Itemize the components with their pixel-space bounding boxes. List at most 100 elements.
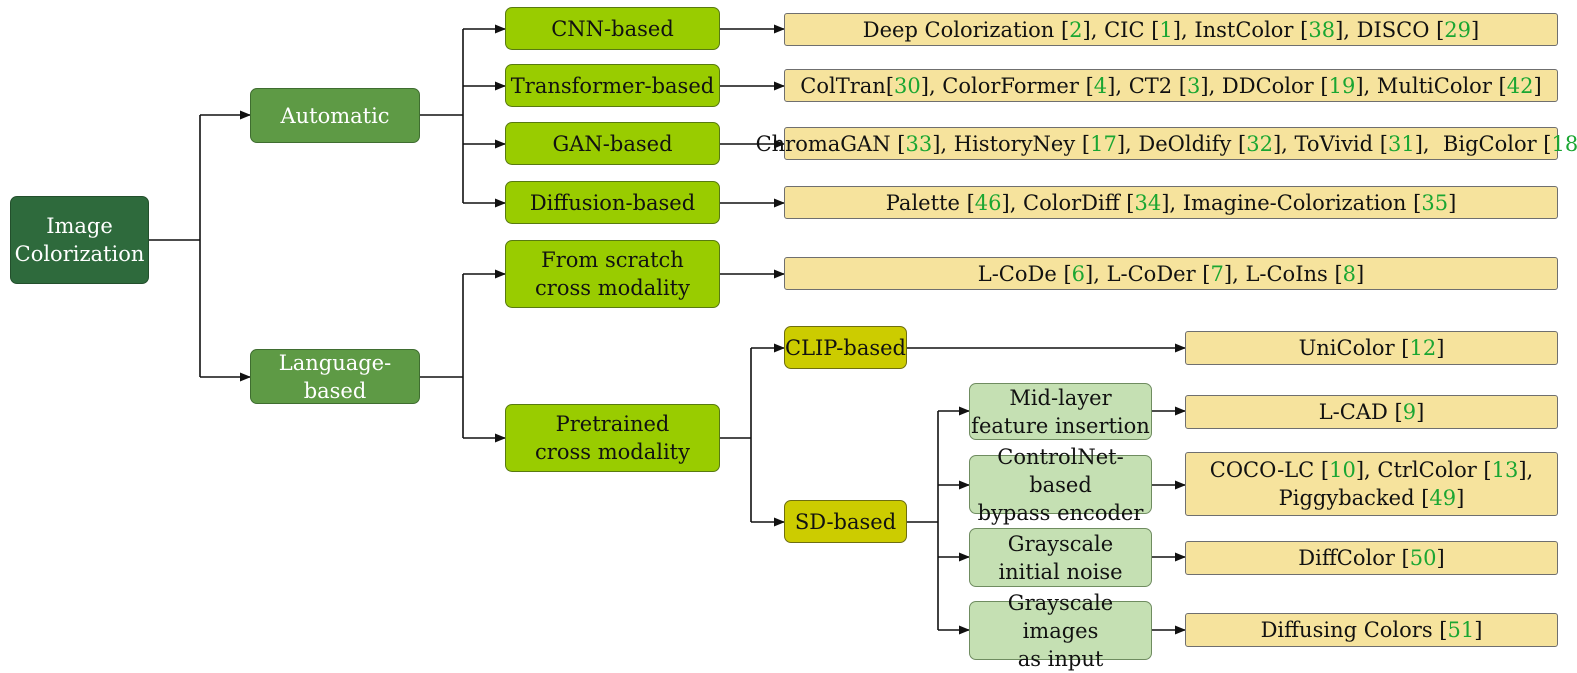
paper-ref-1[interactable]: 12 (1409, 336, 1436, 360)
node-from-scratch-cross-modality: From scratch cross modality (505, 240, 720, 308)
paper-sep-1: ], (921, 74, 943, 98)
paper-sep-3: ], (1335, 18, 1357, 42)
paper-line1-sep-1: ], (1356, 458, 1378, 482)
pretrained-line-2: cross modality (535, 438, 690, 466)
node-language-based: Language-based (250, 349, 420, 404)
paper-ref-1[interactable]: 46 (975, 191, 1002, 215)
paper-sep-4: ], (1415, 132, 1443, 156)
node-cnn-based: CNN-based (505, 7, 720, 50)
paper-line1-title-1: Diffusing Colors [ (1261, 618, 1448, 642)
node-transformer-based: Transformer-based (505, 64, 720, 107)
node-diffusion-based: Diffusion-based (505, 181, 720, 224)
paper-ref-3[interactable]: 3 (1187, 74, 1200, 98)
paper-line1-ref-1[interactable]: 51 (1447, 618, 1474, 642)
paper-title-1: Deep Colorization [ (863, 18, 1069, 42)
paper-title-1: UniColor [ (1299, 336, 1410, 360)
paper-sep-4: ], (1355, 74, 1377, 98)
sd-branch-3-line-1: Grayscale (998, 530, 1122, 558)
paper-title-1: ChromaGAN [ (756, 132, 906, 156)
papers-cnn-based: Deep Colorization [2], CIC [1], InstColo… (784, 13, 1558, 46)
node-grayscale-images-as-input: Grayscale images as input (969, 601, 1152, 660)
papers-grayscale-noise: DiffColor [50] (1185, 541, 1558, 575)
paper-ref-1[interactable]: 30 (894, 74, 921, 98)
paper-ref-1[interactable]: 2 (1069, 18, 1082, 42)
paper-list-line: COCO-LC [10], CtrlColor [13], (1210, 456, 1533, 484)
sd-branch-1-line-1: Mid-layer (971, 384, 1150, 412)
paper-sep-2: ], (1117, 132, 1139, 156)
paper-title-3: InstColor [ (1194, 18, 1308, 42)
node-mid-layer-feature-insertion: Mid-layer feature insertion (969, 383, 1152, 440)
paper-ref-2[interactable]: 7 (1211, 262, 1224, 286)
paper-line1-title-1: DiffColor [ (1298, 546, 1409, 570)
paper-line1-ref-2[interactable]: 13 (1492, 458, 1519, 482)
sd-branch-4-line-1: Grayscale images (970, 589, 1151, 645)
papers-grayscale-input: Diffusing Colors [51] (1185, 613, 1558, 647)
paper-ref-3[interactable]: 32 (1246, 132, 1273, 156)
paper-sep-2: ], (1161, 191, 1183, 215)
sd-branch-1-line-2: feature insertion (971, 412, 1150, 440)
paper-sep-1: ], (1083, 18, 1105, 42)
paper-list: UniColor [12] (1299, 334, 1445, 362)
paper-ref-1[interactable]: 6 (1072, 262, 1085, 286)
paper-title-1: L-CoDe [ (978, 262, 1072, 286)
paper-line1-sep-1: ] (1416, 400, 1424, 424)
paper-line2-sep-1: ] (1456, 486, 1464, 510)
paper-list-line: DiffColor [50] (1298, 544, 1444, 572)
paper-ref-4[interactable]: 29 (1444, 18, 1471, 42)
paper-list-line: Piggybacked [49] (1210, 484, 1533, 512)
paper-title-2: ColorDiff [ (1023, 191, 1134, 215)
node-automatic: Automatic (250, 88, 420, 143)
node-clip-based: CLIP-based (784, 326, 907, 369)
paper-ref-3[interactable]: 38 (1308, 18, 1335, 42)
paper-title-2: L-CoDer [ (1107, 262, 1211, 286)
paper-ref-2[interactable]: 17 (1090, 132, 1117, 156)
papers-clip-based: UniColor [12] (1185, 331, 1558, 365)
paper-ref-1[interactable]: 33 (905, 132, 932, 156)
node-pretrained-cross-modality: Pretrained cross modality (505, 404, 720, 472)
paper-list: Deep Colorization [2], CIC [1], InstColo… (863, 16, 1479, 44)
paper-title-3: Imagine-Colorization [ (1183, 191, 1422, 215)
paper-title-2: HistoryNey [ (954, 132, 1090, 156)
papers-mid-layer: L-CAD [9] (1185, 395, 1558, 429)
paper-ref-4[interactable]: 19 (1329, 74, 1356, 98)
paper-sep-2: ], (1224, 262, 1246, 286)
paper-title-5: BigColor [ (1443, 132, 1552, 156)
scratch-line-1: From scratch (535, 246, 690, 274)
paper-sep-3: ] (1356, 262, 1364, 286)
paper-list-line: Diffusing Colors [51] (1261, 616, 1483, 644)
scratch-line-2: cross modality (535, 274, 690, 302)
paper-ref-2[interactable]: 34 (1135, 191, 1162, 215)
paper-line1-ref-1[interactable]: 10 (1329, 458, 1356, 482)
paper-ref-3[interactable]: 8 (1343, 262, 1356, 286)
paper-title-1: ColTran[ (800, 74, 894, 98)
paper-line2-ref-1[interactable]: 49 (1429, 486, 1456, 510)
node-controlnet-bypass-encoder: ControlNet-based bypass encoder (969, 455, 1152, 514)
paper-ref-3[interactable]: 35 (1421, 191, 1448, 215)
paper-title-2: ColorFormer [ (942, 74, 1093, 98)
paper-line1-title-1: COCO-LC [ (1210, 458, 1329, 482)
paper-line1-sep-2: ], (1518, 458, 1533, 482)
paper-title-3: DeOldify [ (1138, 132, 1246, 156)
paper-sep-4: ] (1471, 18, 1479, 42)
paper-ref-5[interactable]: 42 (1507, 74, 1534, 98)
paper-ref-2[interactable]: 1 (1159, 18, 1172, 42)
paper-list: Palette [46], ColorDiff [34], Imagine-Co… (886, 189, 1457, 217)
root-line-2: Colorization (15, 240, 145, 268)
root-line-1: Image (15, 212, 145, 240)
paper-list: COCO-LC [10], CtrlColor [13],Piggybacked… (1210, 456, 1533, 512)
papers-controlnet: COCO-LC [10], CtrlColor [13],Piggybacked… (1185, 452, 1558, 516)
paper-line1-title-1: L-CAD [ (1319, 400, 1403, 424)
paper-ref-5[interactable]: 18 (1552, 132, 1577, 156)
paper-list: L-CoDe [6], L-CoDer [7], L-CoIns [8] (978, 260, 1364, 288)
paper-ref-2[interactable]: 4 (1094, 74, 1107, 98)
paper-list: DiffColor [50] (1298, 544, 1444, 572)
paper-ref-4[interactable]: 31 (1388, 132, 1415, 156)
paper-sep-1: ], (1002, 191, 1024, 215)
papers-transformer-based: ColTran[30], ColorFormer [4], CT2 [3], D… (784, 69, 1558, 102)
paper-list: L-CAD [9] (1319, 398, 1425, 426)
paper-list: ChromaGAN [33], HistoryNey [17], DeOldif… (756, 130, 1577, 158)
node-sd-based: SD-based (784, 500, 907, 543)
paper-line1-ref-1[interactable]: 9 (1403, 400, 1416, 424)
paper-title-1: Palette [ (886, 191, 975, 215)
paper-line1-ref-1[interactable]: 50 (1410, 546, 1437, 570)
